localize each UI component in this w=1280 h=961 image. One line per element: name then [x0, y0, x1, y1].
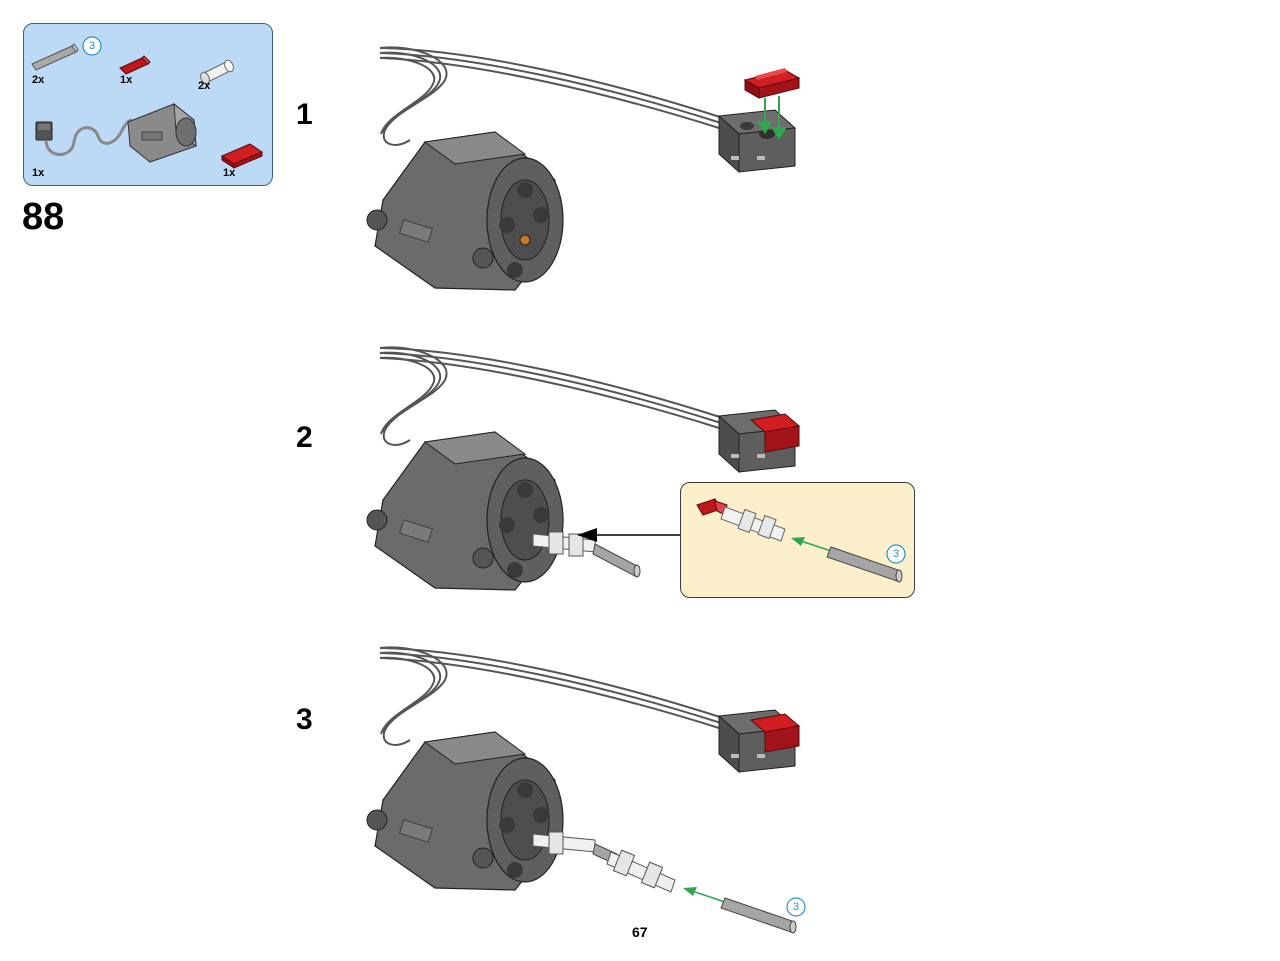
callout-pointer-arrow: [577, 528, 681, 542]
white-axle-connector-icon: [720, 506, 786, 542]
cable-connector-block: [717, 109, 797, 174]
length-badge-circle: [786, 897, 806, 917]
length-badge-text: 3: [892, 548, 900, 560]
step-number: 2: [296, 421, 313, 454]
gray-axle-icon: [720, 897, 797, 934]
green-left-arrow: [683, 887, 726, 903]
axle-assembly: [532, 531, 641, 578]
axle-assembly: [532, 831, 676, 893]
length-badge-circle: [82, 36, 102, 56]
cable-connector-block: [717, 409, 801, 474]
red-plate-piece: [743, 68, 801, 99]
page-number: 67: [632, 924, 648, 940]
red-plate-icon: [220, 143, 264, 169]
motor-cable: [379, 646, 724, 746]
power-functions-motor: [366, 431, 564, 591]
power-functions-motor: [366, 131, 564, 291]
motor-cable: [379, 346, 724, 446]
part-qty: 2x: [32, 74, 45, 86]
parts-list-box: 3 2x 1x 2x 1x 1x: [23, 23, 273, 186]
length-badge-text: 3: [792, 901, 800, 913]
red-axle-pin-icon: [696, 498, 728, 516]
green-down-arrow: [757, 96, 787, 140]
sub-assembly-callout: 3: [680, 482, 915, 598]
power-functions-motor: [366, 731, 564, 891]
step-1-illustration: [366, 46, 801, 291]
gray-axle-icon: [826, 546, 903, 583]
parts-list-art: [31, 36, 264, 169]
gray-axle-icon: [31, 43, 79, 71]
part-qty: 1x: [223, 167, 236, 179]
part-qty: 1x: [120, 74, 133, 86]
step-number: 3: [296, 703, 313, 736]
cable-connector-block: [717, 709, 801, 774]
motor-cable: [379, 46, 724, 146]
red-axle-pin-icon: [119, 55, 151, 75]
length-badge-text: 3: [88, 40, 96, 52]
part-qty: 1x: [32, 167, 45, 179]
length-badge-circle: [886, 544, 906, 564]
part-qty: 2x: [198, 80, 211, 92]
white-axle-connector-icon: [200, 59, 234, 85]
step-number: 1: [296, 98, 313, 131]
power-functions-motor-icon: [35, 102, 197, 163]
build-step-number: 88: [22, 196, 65, 238]
sub-assembly-art: [696, 498, 906, 583]
green-left-arrow: [791, 537, 832, 552]
step-3-illustration: [366, 646, 806, 934]
step-2-illustration: [366, 346, 801, 591]
